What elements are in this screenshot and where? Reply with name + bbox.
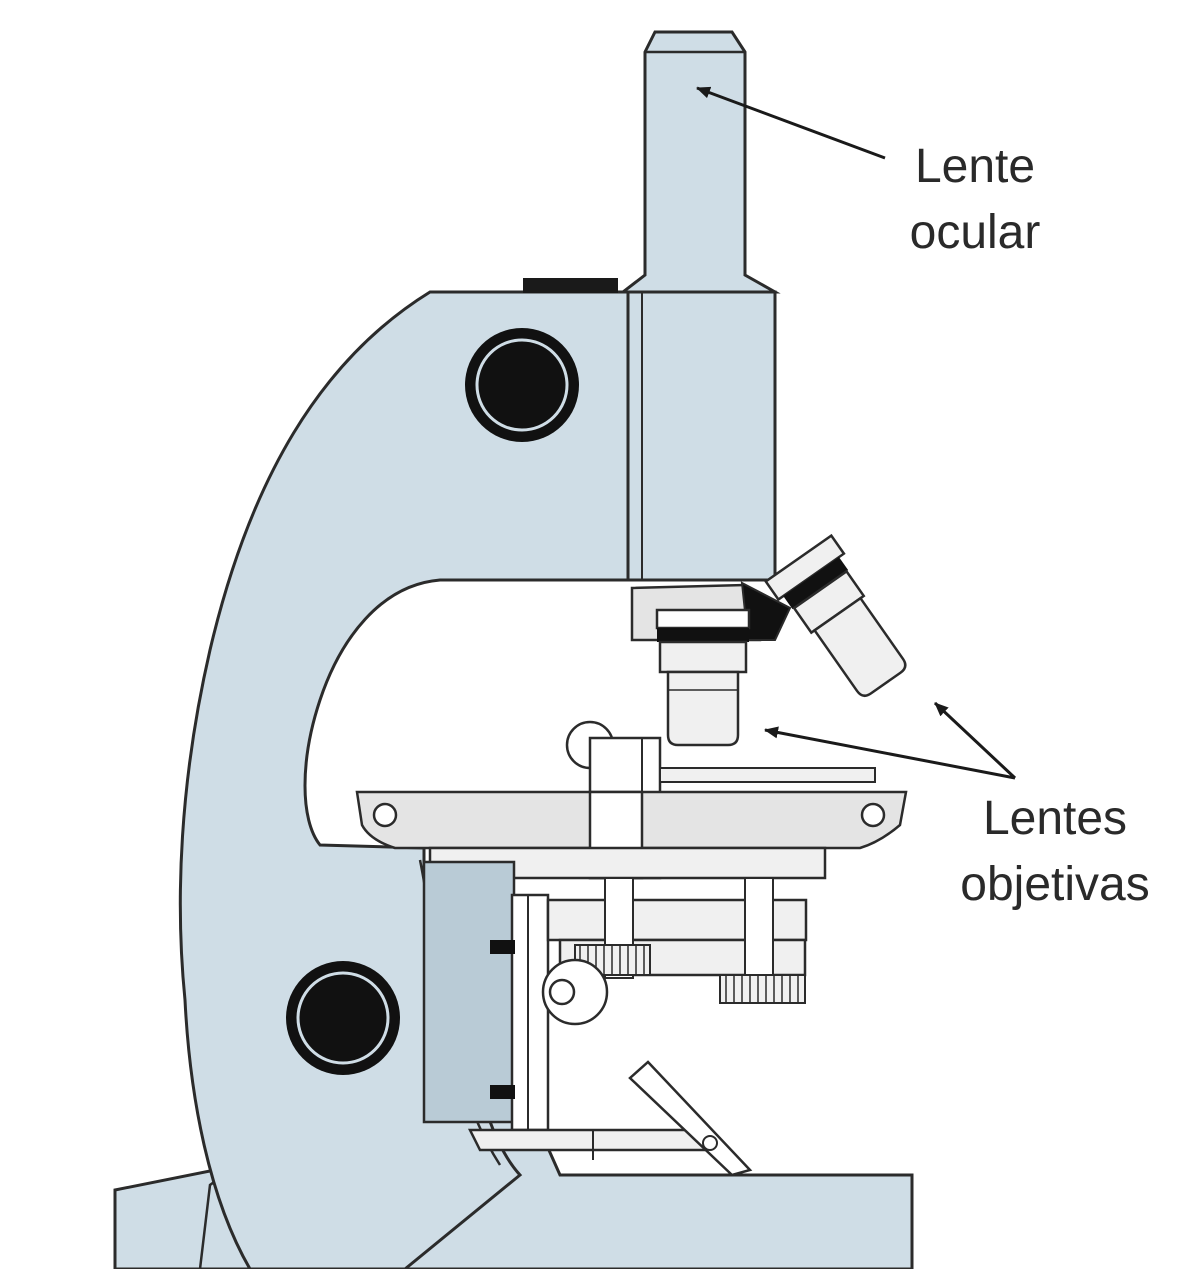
body-tube: [626, 290, 777, 582]
arrow-lentes-objetivas-angled: [933, 701, 1017, 780]
label-lentes-objetivas-line2: objetivas: [960, 858, 1150, 911]
substage-condenser: [422, 860, 808, 1132]
label-lentes-objetivas-line1: Lentes: [982, 792, 1128, 845]
objective-lens-vertical: [655, 608, 751, 747]
fine-focus-knob[interactable]: [286, 961, 400, 1075]
label-lente-ocular: Lente ocular: [885, 134, 1065, 266]
label-lente-ocular-line1: Lente: [914, 140, 1036, 193]
label-lentes-objetivas: Lentes objetivas: [935, 786, 1175, 918]
coarse-focus-knob[interactable]: [465, 328, 579, 442]
eyepiece-tube: [618, 30, 781, 294]
label-lente-ocular-line2: ocular: [909, 206, 1041, 259]
arrow-lentes-objetivas-vertical: [764, 726, 1016, 780]
objective-lens-angled: [764, 533, 907, 697]
mirror: [467, 1060, 753, 1177]
arrow-lente-ocular: [696, 86, 886, 160]
top-slot: [523, 278, 618, 293]
